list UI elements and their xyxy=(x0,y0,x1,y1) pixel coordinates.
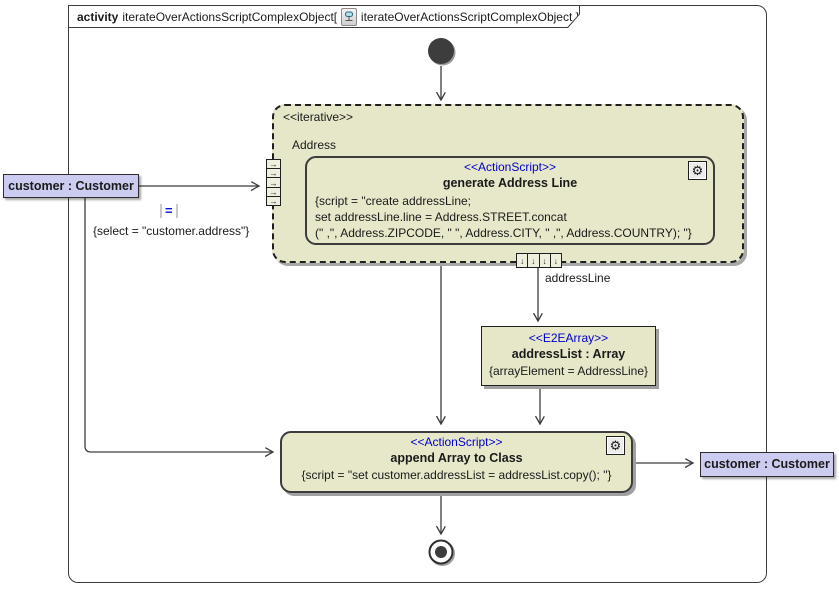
customer-out-label: customer : Customer xyxy=(704,457,830,471)
down-arrow-icon: ↓ xyxy=(528,254,540,267)
gear-glyph: ⚙ xyxy=(691,163,704,178)
addresslist-constraint: {arrayElement = AddressLine} xyxy=(488,364,649,378)
right-arrow-icon: → xyxy=(267,169,280,179)
action-append-array-to-class[interactable]: <<ActionScript>> append Array to Class {… xyxy=(280,431,633,493)
select-constraint-label: {select = "customer.address"} xyxy=(93,224,250,238)
generate-name: generate Address Line xyxy=(442,176,578,190)
right-arrow-icon: → xyxy=(267,178,280,188)
generate-script-line-3: (" ,", Address.ZIPCODE, " ", Address.CIT… xyxy=(315,226,692,240)
gear-glyph: ⚙ xyxy=(609,438,622,453)
region-input-element-label: Address xyxy=(292,138,337,152)
frame-keyword: activity xyxy=(77,9,119,24)
region-stereotype: <<iterative>> xyxy=(283,110,354,124)
initial-node[interactable] xyxy=(428,38,454,64)
down-arrow-icon: ↓ xyxy=(540,254,551,267)
right-arrow-icon: → xyxy=(267,187,280,197)
right-arrow-icon: → xyxy=(269,195,278,206)
generate-script-line-2: set addressLine.line = Address.STREET.co… xyxy=(315,210,567,224)
down-arrow-icon: ↓ xyxy=(517,254,529,267)
frame-activity-name: iterateOverActionsScriptComplexObject[ xyxy=(122,9,338,24)
edge-customer-to-append[interactable] xyxy=(84,197,273,452)
append-script: {script = "set customer.addressList = ad… xyxy=(301,468,612,482)
expansion-node-input[interactable]: → → → → → xyxy=(266,159,281,206)
expansion-node-output[interactable]: ↓ ↓ ↓ ↓ xyxy=(516,253,562,268)
frame-title: activity iterateOverActionsScriptComplex… xyxy=(69,6,579,27)
generate-stereotype: <<ActionScript>> xyxy=(463,160,557,174)
append-stereotype: <<ActionScript>> xyxy=(410,435,503,449)
object-node-customer-in[interactable]: customer : Customer xyxy=(3,174,139,198)
addresslist-name: addressList : Array xyxy=(511,347,626,361)
addresslist-stereotype: <<E2EArray>> xyxy=(528,331,609,345)
object-node-addresslist[interactable]: <<E2EArray>> addressList : Array {arrayE… xyxy=(481,326,656,386)
right-arrow-icon: → xyxy=(267,160,280,170)
activity-diagram-icon xyxy=(341,8,357,26)
frame-diagram-name: iterateOverActionsScriptComplexObject ] xyxy=(360,9,579,24)
equals-icon: = xyxy=(160,204,178,218)
gear-icon: ⚙ xyxy=(688,161,707,180)
object-node-customer-out[interactable]: customer : Customer xyxy=(700,452,834,477)
frame-title-tab[interactable]: activity iterateOverActionsScriptComplex… xyxy=(68,5,580,28)
append-name: append Array to Class xyxy=(390,451,523,465)
generate-script-line-1: {script = "create addressLine; xyxy=(315,194,472,208)
final-node-dot xyxy=(435,546,447,558)
addressline-edge-label: addressLine xyxy=(545,271,611,285)
action-generate-address-line[interactable]: <<ActionScript>> generate Address Line {… xyxy=(305,156,715,245)
down-arrow-icon: ↓ xyxy=(553,255,558,266)
customer-in-label: customer : Customer xyxy=(8,179,134,193)
gear-icon: ⚙ xyxy=(606,436,625,455)
